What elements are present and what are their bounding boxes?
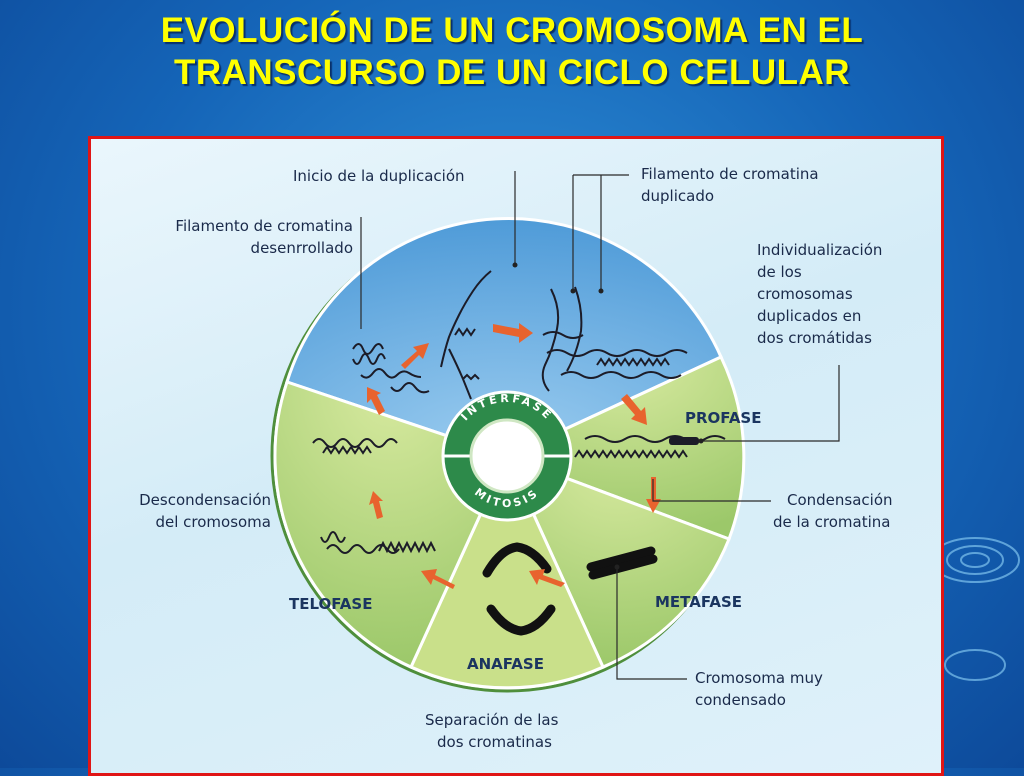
label-descondensacion-1: Descondensación [139, 491, 271, 509]
profase-sector [503, 355, 746, 541]
label-filamento-duplicado-1: Filamento de cromatina [641, 165, 819, 183]
label-metafase: METAFASE [655, 593, 742, 611]
label-filamento-desenrollado-1: Filamento de cromatina [175, 217, 353, 235]
slide-title: EVOLUCIÓN DE UN CROMOSOMA EN EL TRANSCUR… [0, 10, 1024, 94]
title-line-2: TRANSCURSO DE UN CICLO CELULAR [173, 53, 851, 92]
label-profase: PROFASE [685, 409, 761, 427]
anafase-chromatids [482, 542, 556, 636]
label-individualizacion-1: Individualización [757, 241, 882, 259]
cycle-arrows [367, 323, 661, 589]
label-condensacion-2: de la cromatina [773, 513, 890, 531]
leader-lines [360, 171, 840, 680]
metafase-chromosome [586, 546, 658, 580]
label-inicio-duplicacion: Inicio de la duplicación [293, 167, 465, 185]
title-line-1: EVOLUCIÓN DE UN CROMOSOMA EN EL [160, 11, 864, 50]
label-cromosoma-condensado-1: Cromosoma muy [695, 669, 823, 687]
label-filamento-duplicado-2: duplicado [641, 187, 714, 205]
label-cromosoma-condensado-2: condensado [695, 691, 786, 709]
label-individualizacion-4: duplicados en [757, 307, 861, 325]
label-individualizacion-2: de los [757, 263, 802, 281]
label-condensacion-1: Condensación [787, 491, 893, 509]
chromatin-filaments-interfase [352, 270, 688, 400]
label-separacion-1: Separación de las [425, 711, 559, 729]
cell-cycle-diagram: INTERFASE MITOSIS [139, 165, 893, 751]
profase-chromosomes [574, 435, 726, 459]
label-individualizacion-5: dos cromátidas [757, 329, 872, 347]
label-separacion-2: dos cromatinas [437, 733, 552, 751]
cell-cycle-figure: INTERFASE MITOSIS [88, 136, 944, 776]
label-anafase: ANAFASE [467, 655, 544, 673]
anafase-sector [409, 452, 605, 690]
center-hole [469, 418, 545, 494]
interfase-sector [285, 217, 723, 458]
label-filamento-desenrollado-2: desenrrollado [251, 239, 353, 257]
label-descondensacion-2: del cromosoma [155, 513, 271, 531]
label-telofase: TELOFASE [289, 595, 372, 613]
telofase-filaments [312, 438, 436, 554]
label-individualizacion-3: cromosomas [757, 285, 853, 303]
